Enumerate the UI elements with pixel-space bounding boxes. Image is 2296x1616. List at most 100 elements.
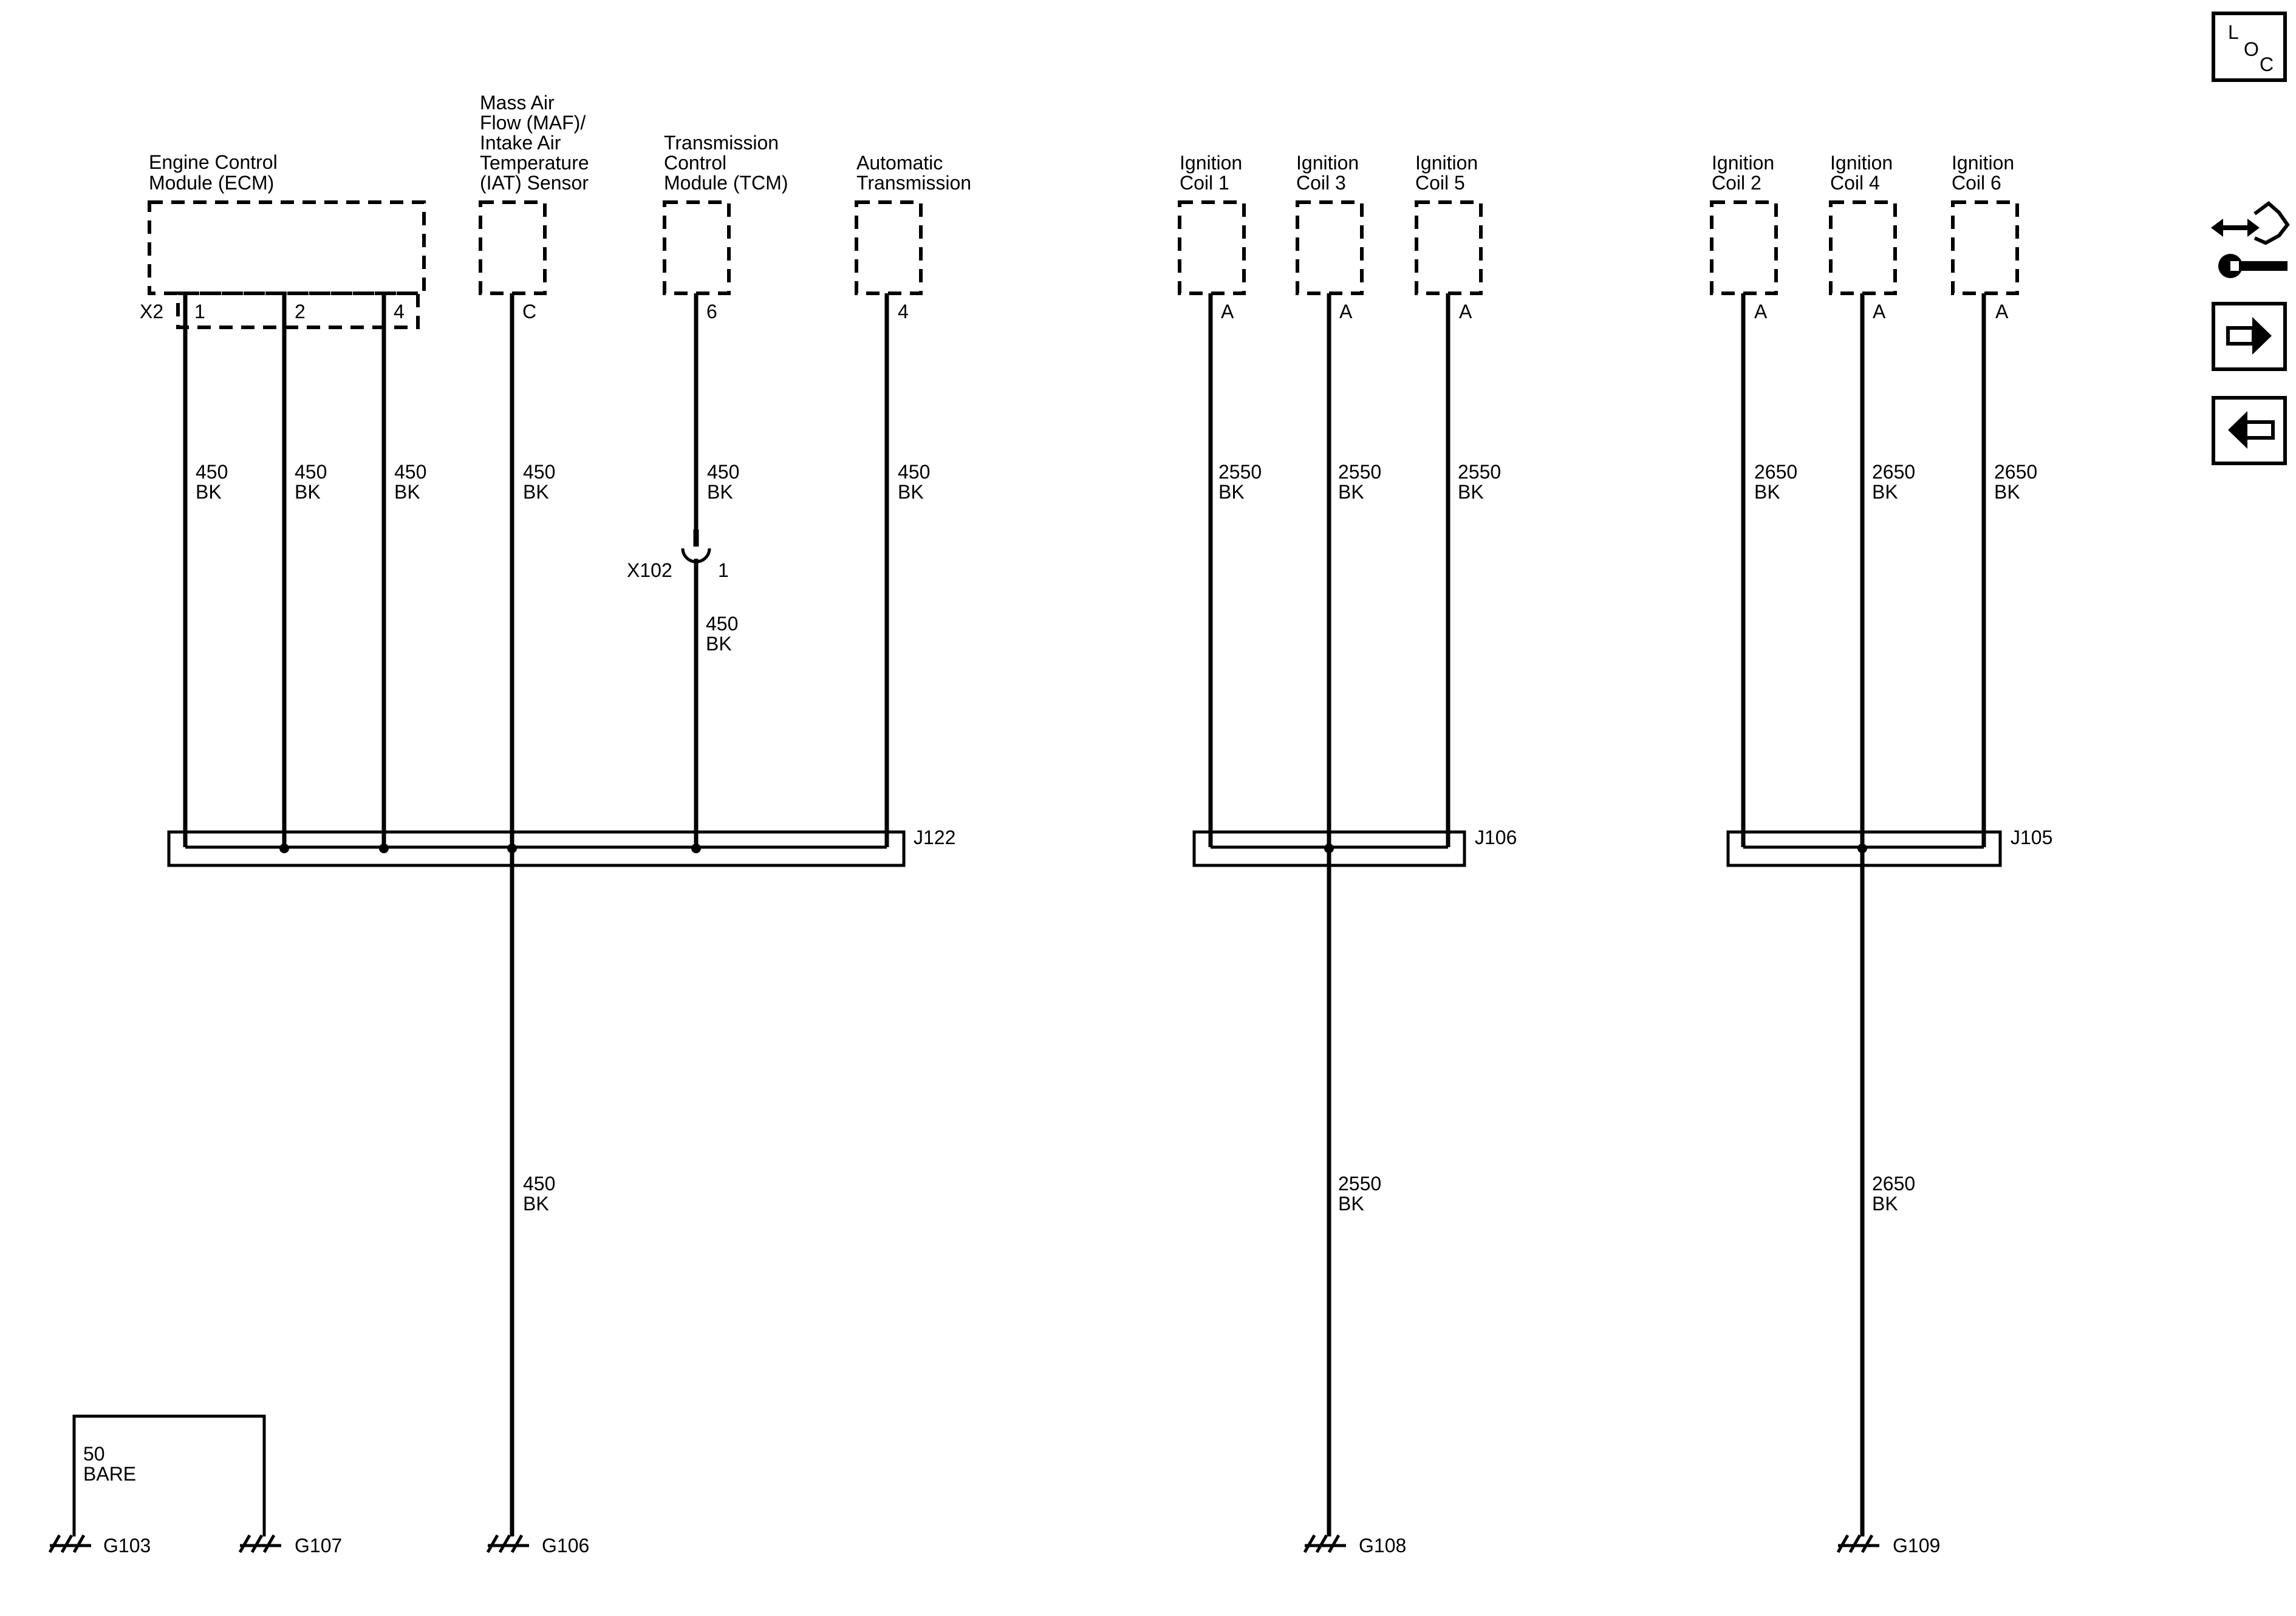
- svg-text:2650: 2650: [1994, 461, 2037, 483]
- ignition-coil-4-box: [1829, 200, 1897, 295]
- svg-text:Mass Air: Mass Air: [480, 92, 555, 114]
- automatic-transmission-box: [855, 200, 923, 295]
- svg-text:BK: BK: [1754, 481, 1780, 503]
- ecm-connector-x2-label: X2: [140, 301, 163, 322]
- svg-text:Ignition: Ignition: [1952, 152, 2014, 174]
- ecm-label: Engine Control Module (ECM): [149, 151, 278, 194]
- ignition-coil-2-box: [1710, 200, 1778, 295]
- svg-text:2650: 2650: [1872, 461, 1915, 483]
- svg-text:50: 50: [83, 1443, 105, 1465]
- svg-text:Module (TCM): Module (TCM): [664, 172, 788, 194]
- ignition-coil-6-box: [1951, 200, 2019, 295]
- svg-text:C: C: [2260, 53, 2274, 75]
- svg-text:2550: 2550: [1338, 461, 1381, 483]
- svg-text:Engine Control: Engine Control: [149, 151, 278, 173]
- ignition-coil-3-box: [1296, 200, 1364, 295]
- svg-text:Ignition: Ignition: [1296, 152, 1359, 174]
- svg-text:G107: G107: [295, 1535, 342, 1556]
- svg-text:450: 450: [707, 461, 739, 483]
- svg-text:2550: 2550: [1218, 461, 1262, 483]
- previous-page-arrow-icon[interactable]: [2212, 396, 2287, 465]
- ignition-coil-2-label: Ignition Coil 2: [1712, 152, 1774, 194]
- svg-text:Coil 1: Coil 1: [1180, 172, 1229, 194]
- svg-text:BK: BK: [1338, 1193, 1364, 1215]
- svg-text:BK: BK: [295, 481, 321, 503]
- splice-j106: J106: [1192, 827, 1517, 867]
- svg-text:BK: BK: [1994, 481, 2020, 503]
- svg-text:J105: J105: [2011, 827, 2052, 848]
- ecm-pin-4: 4: [394, 301, 405, 322]
- coil-6-pin-a: A: [1995, 301, 2009, 322]
- coil-5-pin-a: A: [1459, 301, 1472, 322]
- svg-text:G108: G108: [1359, 1535, 1406, 1556]
- automatic-transmission-label: Automatic Transmission: [856, 152, 971, 194]
- svg-text:Coil 2: Coil 2: [1712, 172, 1761, 194]
- splice-j122: J122: [167, 827, 955, 867]
- ignition-coil-3-label: Ignition Coil 3: [1296, 152, 1359, 194]
- svg-text:2650: 2650: [1872, 1173, 1915, 1195]
- svg-text:BK: BK: [523, 481, 549, 503]
- ignition-coil-1-box: [1178, 200, 1246, 295]
- svg-text:Coil 4: Coil 4: [1830, 172, 1880, 194]
- svg-text:2550: 2550: [1338, 1173, 1381, 1195]
- svg-text:BK: BK: [706, 633, 732, 655]
- svg-text:G106: G106: [542, 1535, 589, 1556]
- tcm-pin-6: 6: [706, 301, 717, 322]
- ecm-x2-connector-box: [176, 291, 420, 329]
- svg-text:G103: G103: [103, 1535, 151, 1556]
- transmission-pin-4: 4: [898, 301, 909, 322]
- svg-text:O: O: [2244, 38, 2259, 60]
- bare-strap-label: 50 BARE: [83, 1443, 136, 1485]
- svg-text:BK: BK: [1872, 1193, 1898, 1215]
- wrench-diagnostic-icon[interactable]: [2218, 254, 2287, 278]
- x102-inline-connector: X102 1: [627, 530, 729, 581]
- tcm-box: [663, 200, 731, 295]
- ground-g107: G107: [238, 1534, 342, 1556]
- svg-text:Automatic: Automatic: [856, 152, 943, 174]
- svg-text:Transmission: Transmission: [856, 172, 971, 194]
- svg-text:BK: BK: [196, 481, 222, 503]
- svg-text:X102: X102: [627, 559, 672, 581]
- svg-text:450: 450: [523, 1173, 555, 1195]
- svg-text:BK: BK: [1872, 481, 1898, 503]
- svg-text:Flow (MAF)/: Flow (MAF)/: [480, 112, 586, 134]
- maf-pin-c: C: [522, 301, 536, 322]
- svg-text:450: 450: [523, 461, 555, 483]
- svg-text:Coil 5: Coil 5: [1415, 172, 1465, 194]
- coil-4-pin-a: A: [1873, 301, 1886, 322]
- svg-text:BK: BK: [1338, 481, 1364, 503]
- coil-3-pin-a: A: [1339, 301, 1353, 322]
- loc-button[interactable]: L O C: [2212, 12, 2287, 82]
- svg-text:J122: J122: [914, 827, 955, 848]
- coil-1-pin-a: A: [1221, 301, 1234, 322]
- svg-text:2550: 2550: [1458, 461, 1501, 483]
- ignition-coil-6-label: Ignition Coil 6: [1952, 152, 2014, 194]
- svg-text:Control: Control: [664, 152, 726, 174]
- svg-text:450: 450: [898, 461, 930, 483]
- bare-ground-strap: [72, 1414, 266, 1536]
- maf-iat-sensor-label: Mass Air Flow (MAF)/ Intake Air Temperat…: [480, 92, 589, 194]
- next-page-arrow-icon[interactable]: [2212, 302, 2287, 371]
- svg-text:Coil 6: Coil 6: [1952, 172, 2001, 194]
- ground-g108: G108: [1303, 1534, 1406, 1556]
- svg-text:BK: BK: [523, 1193, 549, 1215]
- svg-text:BARE: BARE: [83, 1463, 136, 1485]
- component-locator-icon[interactable]: [2211, 201, 2290, 245]
- ground-g106: G106: [486, 1534, 589, 1556]
- svg-text:Ignition: Ignition: [1830, 152, 1893, 174]
- coil-2-pin-a: A: [1754, 301, 1768, 322]
- svg-text:BK: BK: [898, 481, 924, 503]
- svg-text:Coil 3: Coil 3: [1296, 172, 1346, 194]
- svg-text:450: 450: [196, 461, 228, 483]
